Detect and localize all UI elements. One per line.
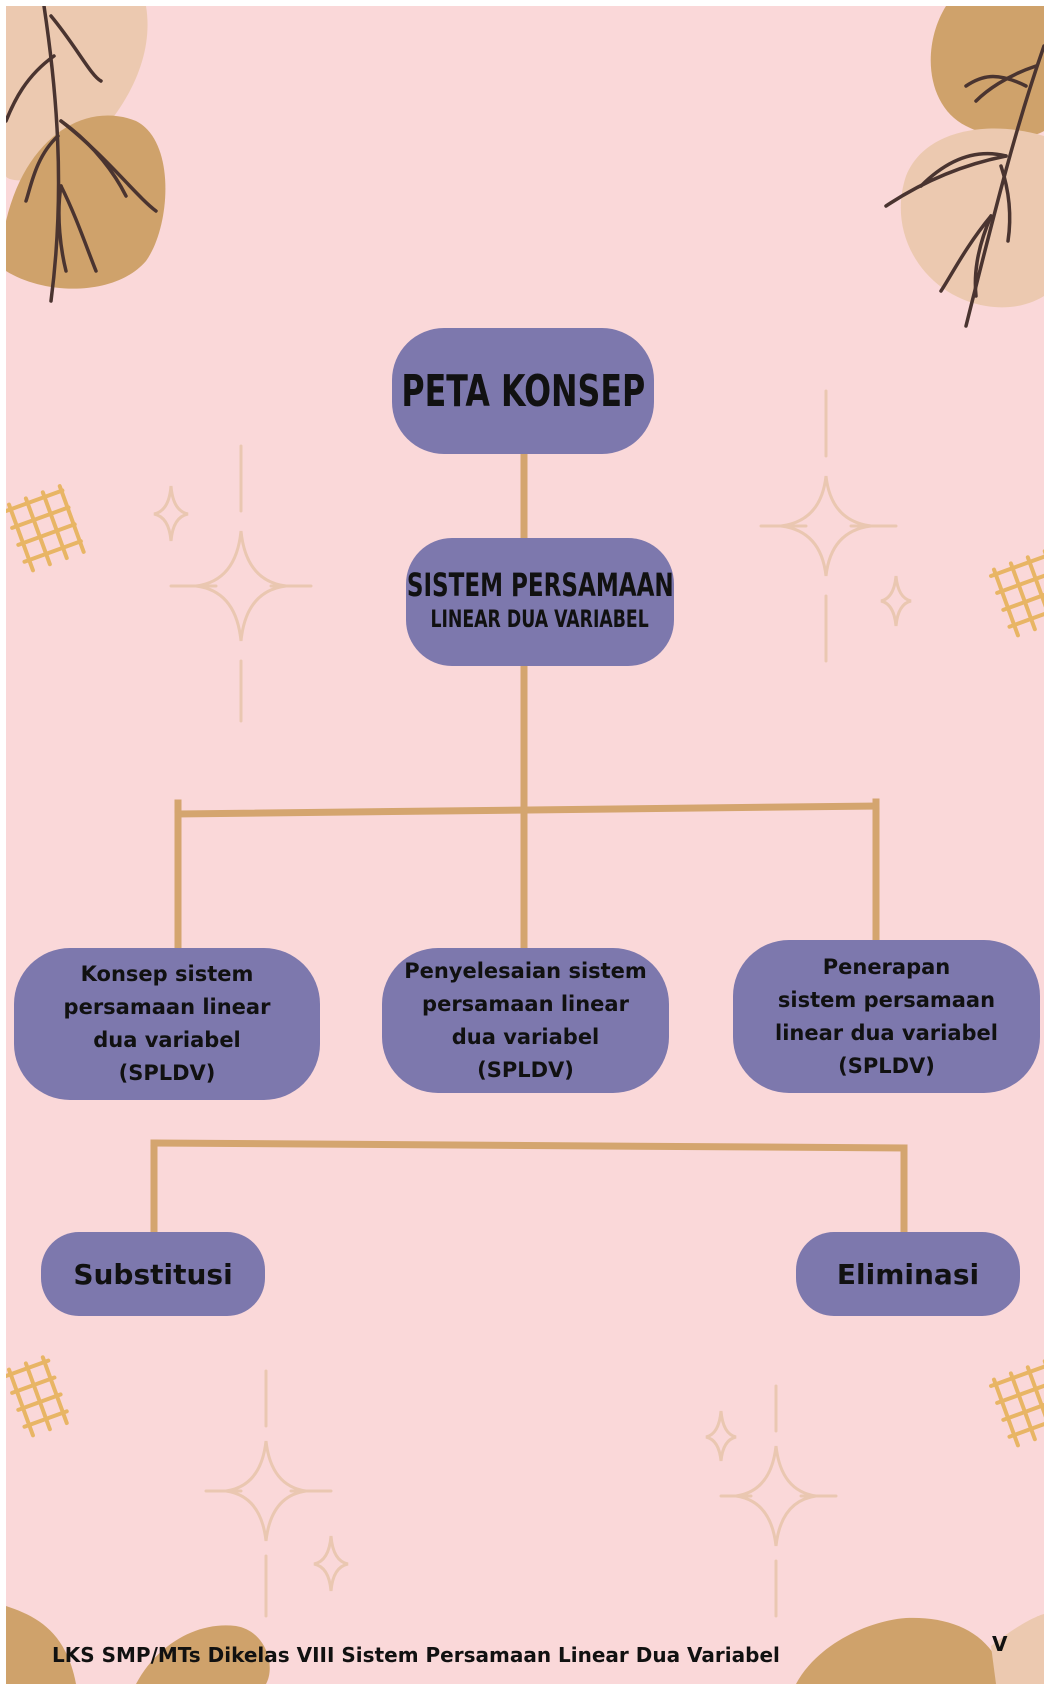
main-topic-node: SISTEM PERSAMAAN LINEAR DUA VARIABEL	[406, 538, 674, 666]
page-number: V	[992, 1632, 1008, 1656]
bottom-leaf-decoration	[6, 1606, 1044, 1684]
top-left-leaf-decoration	[6, 6, 166, 303]
method-eliminasi: Eliminasi	[796, 1232, 1020, 1316]
sparkle-decoration	[153, 389, 912, 1618]
concept-map-title: PETA KONSEP	[392, 328, 654, 454]
footer-text: LKS SMP/MTs Dikelas VIII Sistem Persamaa…	[52, 1643, 780, 1667]
concept-map-page: PETA KONSEP SISTEM PERSAMAAN LINEAR DUA …	[6, 6, 1044, 1684]
subtopic-konsep: Konsep sistem persamaan linear dua varia…	[14, 948, 320, 1100]
method-substitusi: Substitusi	[41, 1232, 265, 1316]
top-right-leaf-decoration	[884, 6, 1044, 328]
concept-map-title-text: PETA KONSEP	[401, 365, 645, 417]
main-topic-line2: LINEAR DUA VARIABEL	[430, 605, 650, 633]
grid-pattern-decoration	[6, 484, 1044, 1448]
diagram-connectors	[150, 450, 908, 1243]
subtopic-penerapan: Penerapan sistem persamaan linear dua va…	[733, 940, 1040, 1093]
main-topic-line1: SISTEM PERSAMAAN	[406, 566, 674, 604]
subtopic-penyelesaian: Penyelesaian sistem persamaan linear dua…	[382, 948, 669, 1093]
decorative-background	[6, 6, 1044, 1684]
